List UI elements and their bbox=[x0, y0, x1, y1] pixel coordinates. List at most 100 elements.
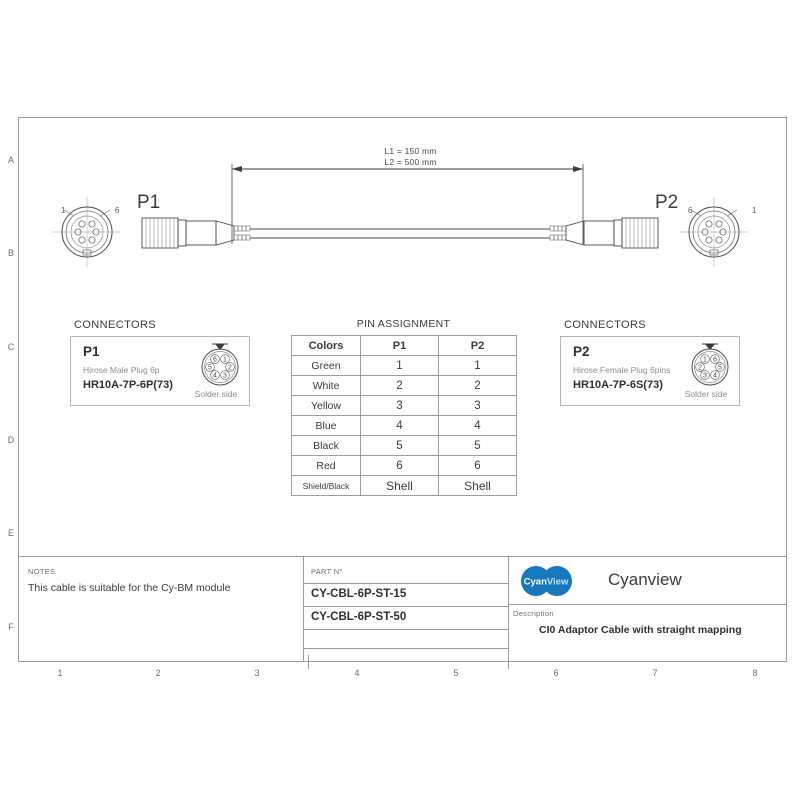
column-marker-7: 7 bbox=[652, 668, 658, 678]
description-label: Description bbox=[513, 609, 554, 618]
part-row-divider bbox=[303, 583, 509, 584]
part-row-divider bbox=[303, 606, 509, 607]
row-marker-d: D bbox=[7, 435, 15, 445]
left-connectors-heading: CONNECTORS bbox=[74, 319, 157, 331]
cell-p1: 6 bbox=[360, 455, 439, 476]
header-p2: P2 bbox=[438, 335, 517, 356]
notes-label: NOTES bbox=[28, 567, 56, 576]
p2-plug-label: P2 bbox=[655, 192, 679, 213]
column-marker-5: 5 bbox=[453, 668, 459, 678]
cell-p1: 5 bbox=[360, 435, 439, 456]
right-pin-label: 2 bbox=[698, 365, 702, 372]
brand-name: Cyanview bbox=[608, 570, 682, 589]
p1-plug-label: P1 bbox=[137, 192, 161, 213]
cable-assembly-graphic bbox=[141, 217, 659, 249]
left-pin-label: 5 bbox=[208, 365, 212, 372]
left-pin-label: 1 bbox=[223, 357, 227, 364]
left-connector-part-number: HR10A-7P-6P(73) bbox=[83, 379, 173, 391]
cell-p2: 6 bbox=[438, 455, 517, 476]
description-text: CI0 Adaptor Cable with straight mapping bbox=[539, 624, 742, 636]
left-pin-label: 6 bbox=[213, 357, 217, 364]
left-pin-label: 3 bbox=[223, 373, 227, 380]
cell-color: Green bbox=[291, 355, 361, 376]
right-pin-label: 1 bbox=[703, 357, 707, 364]
right-pin-label: 5 bbox=[718, 365, 722, 372]
part-number-2: CY-CBL-6P-ST-50 bbox=[311, 611, 407, 623]
right-solder-side-label: Solder side bbox=[684, 389, 728, 399]
p1-pin6-callout: 6 bbox=[115, 206, 120, 215]
column-tick-separator bbox=[308, 655, 309, 669]
p2-face-view-graphic bbox=[680, 197, 748, 267]
right-connectors-heading: CONNECTORS bbox=[564, 319, 647, 331]
notes-text: This cable is suitable for the Cy-BM mod… bbox=[28, 582, 231, 594]
cell-p1: 2 bbox=[360, 375, 439, 396]
cell-p1: 1 bbox=[360, 355, 439, 376]
right-connector-title: P2 bbox=[573, 344, 590, 359]
left-connector-box: P1 Hirose Male Plug 6p HR10A-7P-6P(73) 6… bbox=[70, 336, 250, 406]
table-row: White 2 2 bbox=[291, 375, 517, 396]
dimension-l1-label: L1 = 150 mm bbox=[384, 146, 437, 156]
part-row-divider bbox=[303, 648, 509, 649]
part-number-label: PART N° bbox=[311, 567, 343, 576]
column-marker-6: 6 bbox=[553, 668, 559, 678]
column-marker-8: 8 bbox=[752, 668, 758, 678]
column-marker-3: 3 bbox=[254, 668, 260, 678]
pin-assignment-table: Colors P1 P2 Green 1 1 White 2 2 Yellow … bbox=[291, 335, 517, 496]
cell-color: Blue bbox=[291, 415, 361, 436]
column-tick-separator bbox=[508, 655, 509, 669]
cell-p2: 2 bbox=[438, 375, 517, 396]
cyanview-logo-icon: CyanView bbox=[521, 566, 572, 596]
right-connector-description: Hirose Female Plug 6pins bbox=[573, 365, 671, 375]
p1-pin1-callout: 1 bbox=[61, 206, 66, 215]
cell-p2: 3 bbox=[438, 395, 517, 416]
row-marker-b: B bbox=[7, 248, 14, 258]
dimension-l2-label: L2 = 500 mm bbox=[384, 157, 437, 167]
right-pin-label: 6 bbox=[713, 357, 717, 364]
column-marker-4: 4 bbox=[354, 668, 360, 678]
table-header-row: Colors P1 P2 bbox=[291, 335, 517, 356]
header-p1: P1 bbox=[360, 335, 439, 356]
left-pin-label: 2 bbox=[228, 365, 232, 372]
header-colors: Colors bbox=[291, 335, 361, 356]
left-connector-title: P1 bbox=[83, 344, 100, 359]
cell-color: Black bbox=[291, 435, 361, 456]
left-solder-side-label: Solder side bbox=[194, 389, 238, 399]
dimension-line-graphic bbox=[231, 164, 584, 244]
cyanview-logo: CyanView bbox=[518, 566, 576, 596]
cell-p2: 5 bbox=[438, 435, 517, 456]
title-block-divider-notes-parts bbox=[303, 556, 304, 662]
table-row: Green 1 1 bbox=[291, 355, 517, 376]
column-marker-2: 2 bbox=[155, 668, 161, 678]
cell-color: Shield/Black bbox=[291, 475, 361, 496]
table-row: Red 6 6 bbox=[291, 455, 517, 476]
table-row: Shield/Black Shell Shell bbox=[291, 475, 517, 496]
p1-face-view-graphic bbox=[53, 197, 121, 267]
table-row: Yellow 3 3 bbox=[291, 395, 517, 416]
left-connector-description: Hirose Male Plug 6p bbox=[83, 365, 160, 375]
pin-assignment-title: PIN ASSIGNMENT bbox=[356, 318, 451, 330]
table-row: Blue 4 4 bbox=[291, 415, 517, 436]
cell-color: White bbox=[291, 375, 361, 396]
right-connector-box: P2 Hirose Female Plug 6pins HR10A-7P-6S(… bbox=[560, 336, 740, 406]
cell-p1: Shell bbox=[360, 475, 439, 496]
part-row-divider bbox=[303, 629, 509, 630]
cell-color: Yellow bbox=[291, 395, 361, 416]
cell-p2: 1 bbox=[438, 355, 517, 376]
left-pin-label: 4 bbox=[213, 373, 217, 380]
row-marker-e: E bbox=[7, 528, 14, 538]
column-marker-1: 1 bbox=[57, 668, 63, 678]
right-connector-part-number: HR10A-7P-6S(73) bbox=[573, 379, 663, 391]
right-pin-label: 4 bbox=[713, 373, 717, 380]
p2-pin1-callout: 1 bbox=[752, 206, 757, 215]
cell-p1: 4 bbox=[360, 415, 439, 436]
drawing-frame-border bbox=[18, 117, 787, 662]
row-marker-f: F bbox=[8, 622, 14, 632]
row-marker-a: A bbox=[7, 155, 14, 165]
left-solder-side-pin-diagram: 6 1 5 2 4 3 bbox=[201, 343, 239, 386]
row-marker-c: C bbox=[7, 342, 15, 352]
cell-p2: Shell bbox=[438, 475, 517, 496]
title-block-top-divider bbox=[19, 556, 787, 557]
right-pin-label: 3 bbox=[703, 373, 707, 380]
table-row: Black 5 5 bbox=[291, 435, 517, 456]
